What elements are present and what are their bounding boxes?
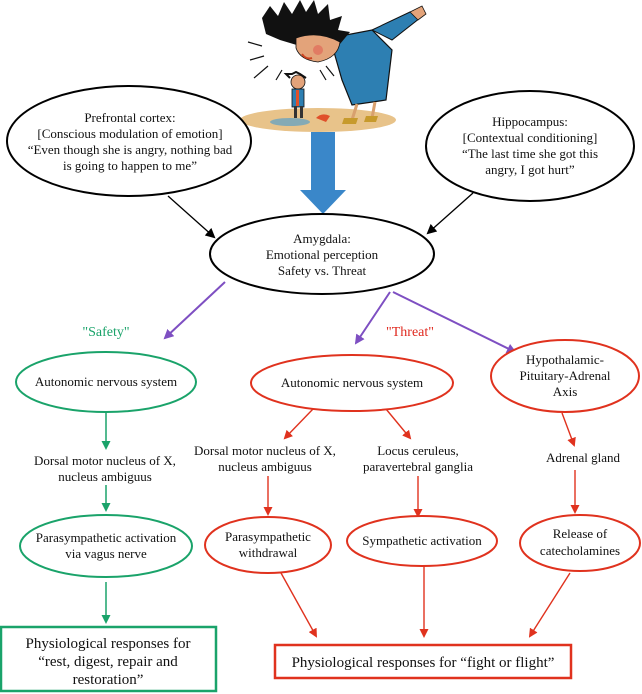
catecholamines-line-2: catecholamines: [540, 543, 620, 558]
catecholamines-line-1: Release of: [553, 526, 608, 541]
threat-ans-text: Autonomic nervous system: [281, 375, 423, 390]
amygdala-line-2: Emotional perception: [266, 247, 379, 262]
withdrawal-line-2: withdrawal: [239, 545, 298, 560]
hpa-line-1: Hypothalamic-: [526, 352, 604, 367]
arrow-amygdala-to-safety: [163, 281, 226, 340]
withdrawal-line-1: Parasympathetic: [225, 529, 311, 544]
hpa-line-2: Pituitary-Adrenal: [520, 368, 611, 383]
arrow-hippocampus-to-amygdala: [426, 192, 474, 235]
child-figure: [283, 70, 307, 118]
arrow-prefrontal-to-amygdala: [167, 195, 216, 239]
hippocampus-node: Hippocampus: [Contextual conditioning] “…: [425, 90, 635, 202]
big-blue-down-arrow: [300, 132, 346, 214]
woman-head: [262, 0, 350, 63]
arrow-amygdala-to-hpa: [392, 291, 517, 353]
catecholamines-node: Release of catecholamines: [519, 514, 641, 572]
prefrontal-line-4: is going to happen to me”: [63, 158, 197, 173]
parasympathetic-withdrawal-node: Parasympathetic withdrawal: [204, 516, 332, 574]
hippocampus-line-2: [Contextual conditioning]: [463, 130, 598, 145]
amygdala-line-3: Safety vs. Threat: [278, 263, 367, 278]
arrow-threat-ans-to-nucleus: [283, 408, 314, 440]
safety-nucleus-line-1: Dorsal motor nucleus of X,: [34, 453, 176, 468]
floor-stain: [240, 108, 396, 132]
threat-response-box: Physiological responses for “fight or fl…: [273, 643, 573, 680]
threat-label: "Threat": [386, 325, 434, 340]
safety-response-line-3: restoration”: [73, 672, 144, 688]
woman-hand: [409, 5, 427, 21]
safety-parasym-line-2: via vagus nerve: [65, 546, 147, 561]
woman-arm: [370, 11, 421, 41]
safety-response-line-1: Physiological responses for: [26, 636, 191, 652]
arrow-hpa-to-adrenal: [561, 412, 576, 447]
angry-parent-child-illustration: [240, 0, 427, 132]
safety-parasympathetic-node: Parasympathetic activation via vagus ner…: [19, 514, 193, 578]
prefrontal-line-2: [Conscious modulation of emotion]: [37, 126, 222, 141]
safety-ans-text: Autonomic nervous system: [35, 374, 177, 389]
adrenal-gland-text: Adrenal gland: [546, 450, 621, 465]
prefrontal-line-1: Prefrontal cortex:: [84, 110, 175, 125]
sympathetic-text: Sympathetic activation: [362, 533, 482, 548]
hpa-axis-node: Hypothalamic- Pituitary-Adrenal Axis: [490, 339, 640, 413]
shout-lines: [247, 41, 335, 81]
safety-response-line-2: “rest, digest, repair and: [38, 654, 178, 670]
threat-response-text: Physiological responses for “fight or fl…: [292, 655, 555, 671]
arrow-catecholamines-to-response: [528, 572, 571, 638]
safety-label: "Safety": [82, 325, 129, 340]
threat-nucleus-line-1: Dorsal motor nucleus of X,: [194, 443, 336, 458]
threat-nucleus-line-2: nucleus ambiguus: [218, 459, 312, 474]
amygdala-node: Amygdala: Emotional perception Safety vs…: [209, 213, 435, 295]
spilled-cup: [316, 114, 330, 122]
paint-spill: [270, 118, 310, 126]
hpa-line-3: Axis: [553, 384, 578, 399]
safety-nucleus-line-2: nucleus ambiguus: [58, 469, 152, 484]
threat-locus-line-1: Locus ceruleus,: [377, 443, 459, 458]
threat-locus-line-2: paravertebral ganglia: [363, 459, 473, 474]
prefrontal-line-3: “Even though she is angry, nothing bad: [28, 142, 233, 157]
arrow-threat-ans-to-locus: [385, 408, 412, 440]
hippocampus-line-1: Hippocampus:: [492, 114, 568, 129]
safety-ans-node: Autonomic nervous system: [15, 351, 197, 413]
arrow-amygdala-to-threat-ans: [354, 291, 391, 345]
amygdala-line-1: Amygdala:: [293, 231, 351, 246]
arrow-withdrawal-to-response: [280, 572, 317, 638]
prefrontal-cortex-node: Prefrontal cortex: [Conscious modulation…: [6, 85, 252, 197]
safety-response-box: Physiological responses for “rest, diges…: [0, 625, 218, 693]
sympathetic-activation-node: Sympathetic activation: [346, 515, 498, 567]
safety-parasym-line-1: Parasympathetic activation: [36, 530, 177, 545]
hippocampus-line-3: “The last time she got this: [462, 146, 598, 161]
hippocampus-line-4: angry, I got hurt”: [485, 162, 575, 177]
threat-ans-node: Autonomic nervous system: [250, 354, 454, 412]
